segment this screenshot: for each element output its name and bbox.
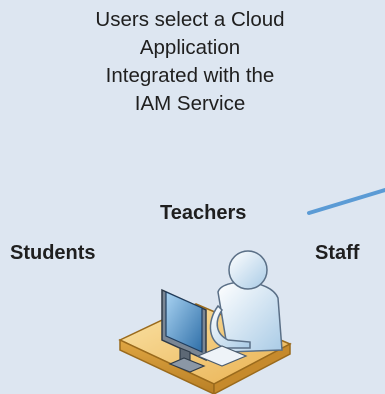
students-label: Students [10, 242, 96, 264]
user-at-computer-icon [118, 250, 292, 394]
caption-line: IAM Service [134, 92, 246, 115]
caption-line: Users select a Cloud [95, 8, 285, 31]
caption-line: Application [139, 36, 241, 59]
teachers-label: Teachers [160, 202, 247, 224]
caption-line: Integrated with the [105, 64, 275, 87]
staff-label: Staff [315, 242, 360, 264]
diagram-caption: Users select a Cloud Application Integra… [52, 6, 328, 118]
